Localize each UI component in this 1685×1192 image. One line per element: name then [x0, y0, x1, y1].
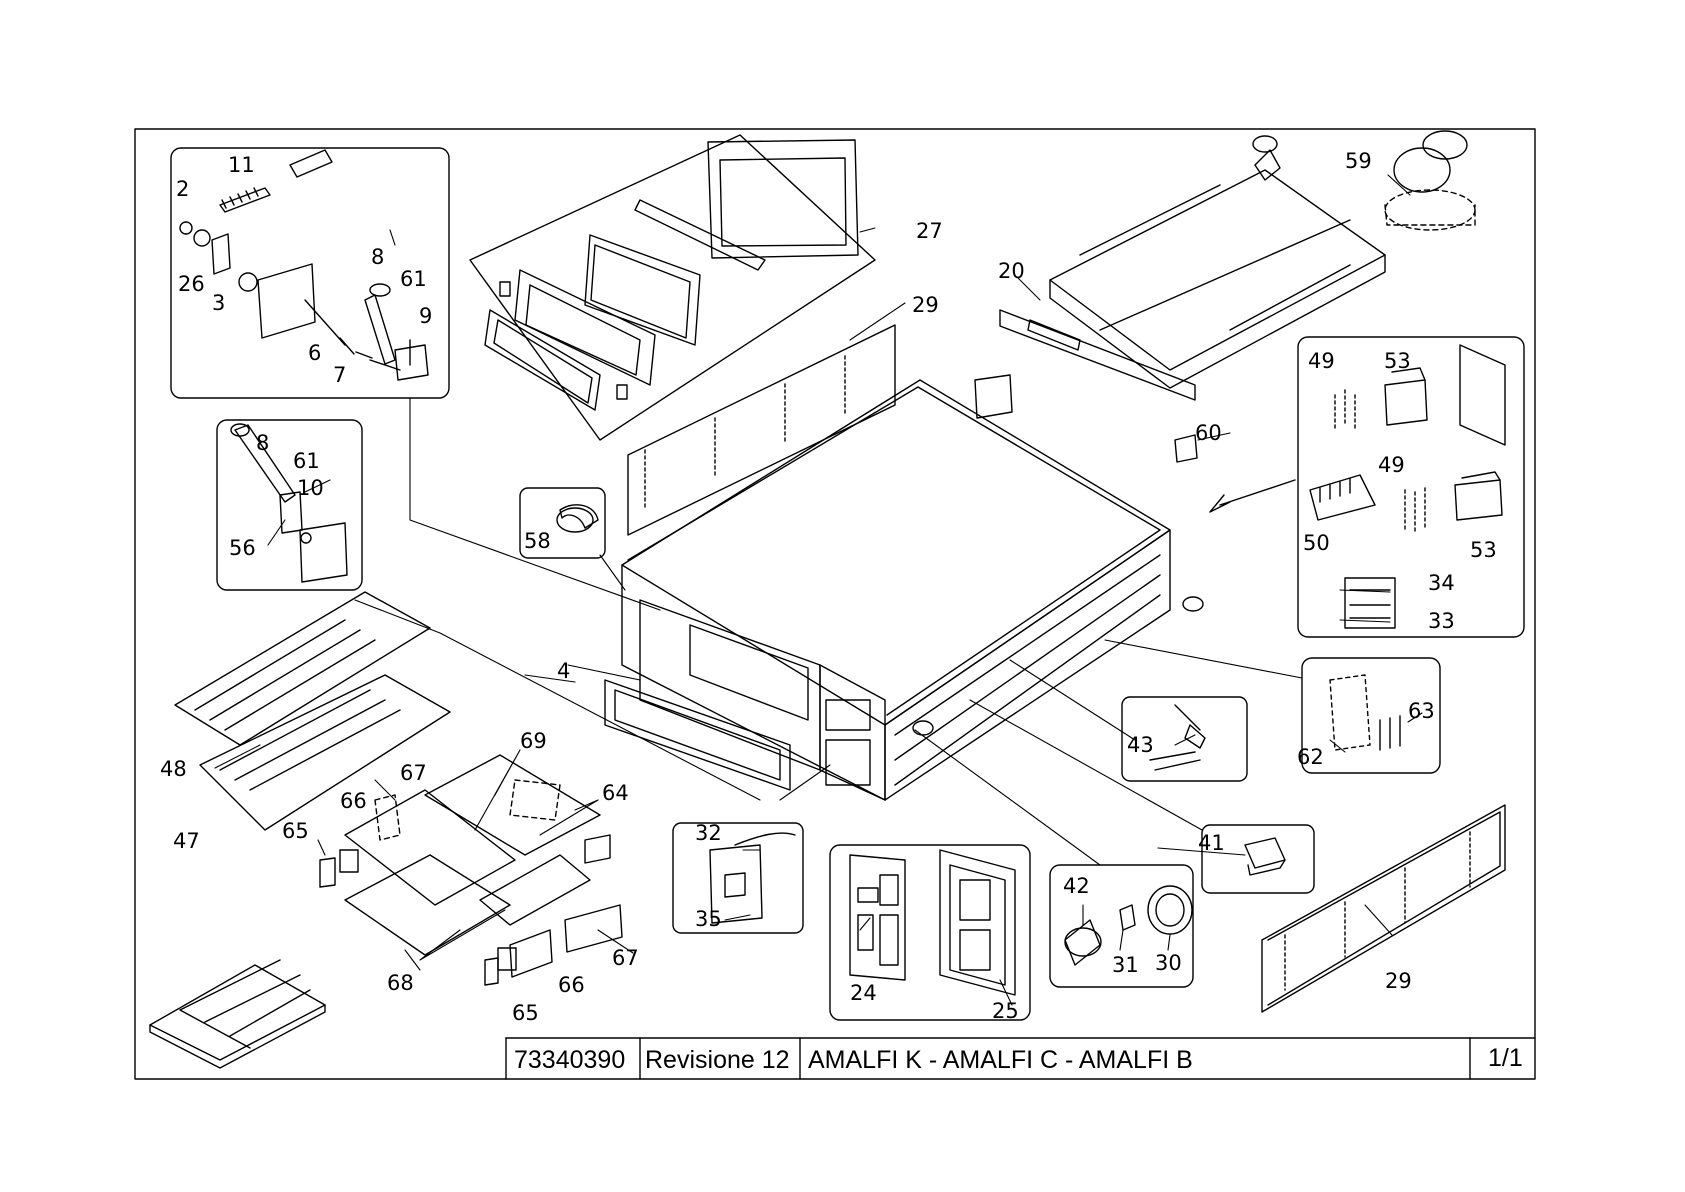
callout-53-bottom: 53 — [1470, 538, 1497, 562]
callout-27: 27 — [916, 219, 943, 243]
callout-24: 24 — [850, 981, 877, 1005]
callout-30: 30 — [1155, 951, 1182, 975]
callout-61-detail: 61 — [293, 449, 320, 473]
callout-66-top: 66 — [340, 789, 367, 813]
callout-49-mid: 49 — [1378, 453, 1405, 477]
callout-47: 47 — [173, 829, 200, 853]
callout-61: 61 — [400, 267, 427, 291]
callout-35: 35 — [695, 907, 722, 931]
callout-2: 2 — [176, 177, 189, 201]
callout-6: 6 — [308, 341, 321, 365]
callout-20: 20 — [998, 259, 1025, 283]
detail-electrical-components — [1210, 337, 1524, 637]
callout-32: 32 — [695, 821, 722, 845]
callout-48: 48 — [160, 757, 187, 781]
callout-29-rear: 29 — [912, 293, 939, 317]
leader-lines — [215, 175, 1422, 1005]
callout-31: 31 — [1112, 953, 1139, 977]
callout-8-detail: 8 — [256, 431, 269, 455]
tray — [150, 960, 325, 1068]
title-block-text: 73340390 Revisione 12 AMALFI K - AMALFI … — [514, 1044, 1523, 1074]
callout-67-bottom: 67 — [612, 946, 639, 970]
callout-56: 56 — [229, 536, 256, 560]
model-names: AMALFI K - AMALFI C - AMALFI B — [808, 1046, 1193, 1074]
side-panel-rear — [628, 325, 895, 535]
revision-label: Revisione 12 — [645, 1046, 790, 1074]
callout-34: 34 — [1428, 571, 1455, 595]
part-60 — [1175, 435, 1197, 462]
callout-8: 8 — [371, 245, 384, 269]
callout-65-top: 65 — [282, 819, 309, 843]
callout-67-top: 67 — [400, 761, 427, 785]
detail-switch-panel — [673, 823, 803, 933]
fan-motor — [1385, 131, 1475, 230]
callout-68: 68 — [387, 971, 414, 995]
callout-25: 25 — [992, 999, 1019, 1023]
callout-9: 9 — [419, 304, 432, 328]
callout-29-right: 29 — [1385, 969, 1412, 993]
sheet-number: 1/1 — [1488, 1044, 1523, 1072]
oven-main-body — [622, 375, 1203, 800]
callout-42: 42 — [1063, 874, 1090, 898]
callout-7: 7 — [333, 363, 346, 387]
callout-58: 58 — [524, 529, 551, 553]
callout-49-top: 49 — [1308, 349, 1335, 373]
callout-60: 60 — [1195, 421, 1222, 445]
callout-53-top: 53 — [1384, 349, 1411, 373]
callout-3: 3 — [212, 291, 225, 315]
callout-43: 43 — [1127, 733, 1154, 757]
callout-59: 59 — [1345, 149, 1372, 173]
callout-33: 33 — [1428, 609, 1455, 633]
callout-50: 50 — [1303, 531, 1330, 555]
callout-41: 41 — [1198, 831, 1225, 855]
callout-62: 62 — [1297, 745, 1324, 769]
side-panel-right — [1262, 805, 1505, 1012]
callout-69: 69 — [520, 729, 547, 753]
callout-64: 64 — [602, 781, 629, 805]
detail-handle — [217, 420, 362, 590]
oven-door — [605, 680, 790, 790]
callout-65-bottom: 65 — [512, 1001, 539, 1025]
callout-26: 26 — [178, 272, 205, 296]
document-code: 73340390 — [514, 1046, 625, 1074]
detail-door-frames — [470, 135, 875, 440]
callout-11: 11 — [228, 153, 255, 177]
callout-4: 4 — [557, 659, 570, 683]
callout-66-bottom: 66 — [558, 973, 585, 997]
grill-panels — [175, 592, 450, 830]
callout-10: 10 — [297, 476, 324, 500]
callout-63: 63 — [1408, 699, 1435, 723]
